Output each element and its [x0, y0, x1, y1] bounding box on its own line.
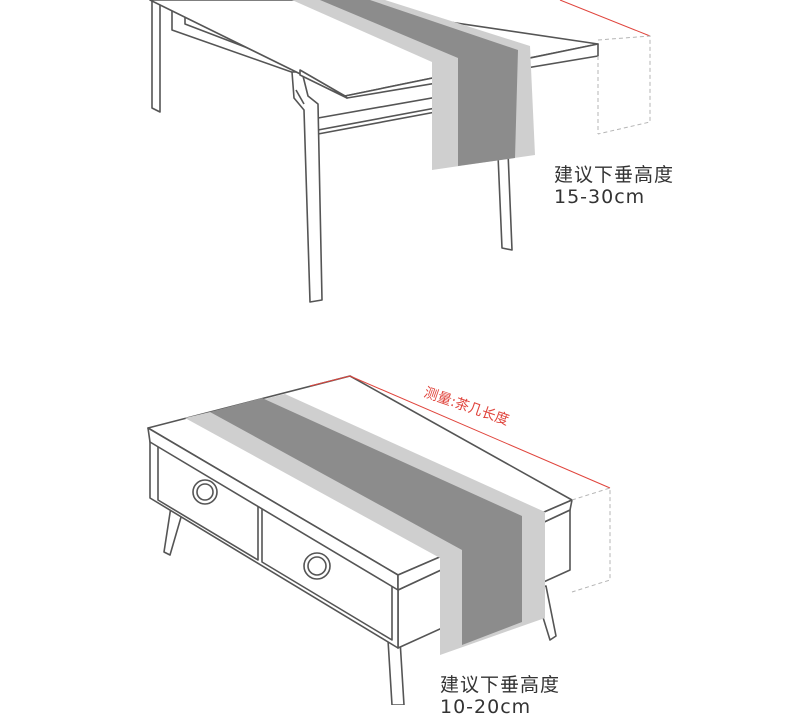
dining-drop-title: 建议下垂高度 — [554, 164, 675, 186]
coffee-drop-label: 建议下垂高度 10-20cm — [440, 674, 560, 718]
drawer-knobs — [192, 479, 331, 580]
dining-drop-label: 建议下垂高度 15-30cm — [554, 164, 674, 208]
dining-table-runner — [292, 0, 535, 170]
coffee-drop-title: 建议下垂高度 — [440, 674, 561, 696]
coffee-drop-range: 10-20cm — [440, 696, 532, 718]
coffee-table-runner — [185, 394, 545, 655]
coffee-measure-lines — [309, 375, 611, 593]
dining-table-drawing — [149, 0, 599, 303]
dining-measure-lines — [559, 0, 651, 135]
dining-drop-range: 15-30cm — [554, 186, 646, 208]
